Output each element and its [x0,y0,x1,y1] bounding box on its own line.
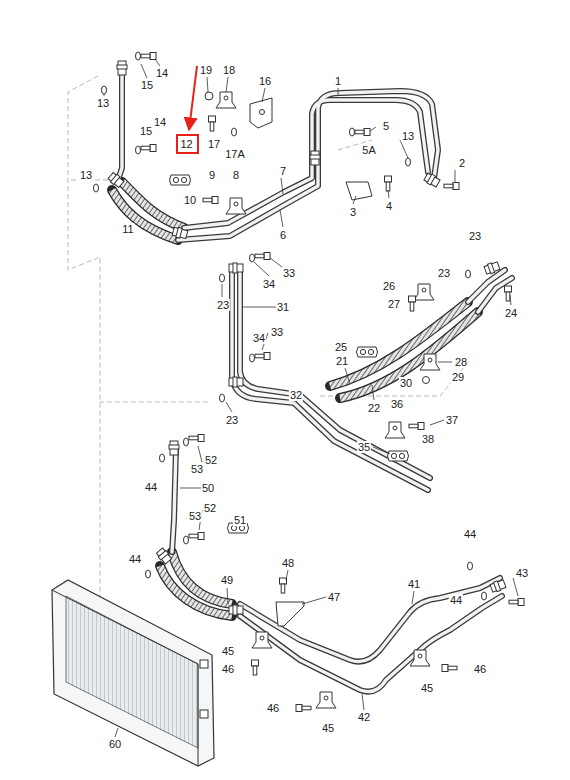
callout-number: 16 [258,75,272,87]
callout-number: 13 [401,130,415,142]
callout-number: 6 [279,229,287,241]
callout-number: 22 [367,402,381,414]
callout-number: 8 [232,169,240,181]
callout-number: 5 [382,120,390,132]
callout-number: 23 [437,267,451,279]
callout-number: 53 [190,463,204,475]
callout-number: 34 [262,278,276,290]
callout-number: 15 [140,79,154,91]
hoses [112,182,478,616]
callout-number: 60 [108,738,122,750]
callout-number: 53 [188,510,202,522]
callout-number: 14 [155,67,169,79]
pointer-arrow [189,66,197,130]
callout-number: 34 [252,332,266,344]
callout-number: 13 [96,97,110,109]
callout-number: 36 [390,398,404,410]
callout-number: 13 [79,169,93,181]
callout-number: 52 [203,502,217,514]
small-parts [94,52,525,712]
callout-number: 26 [382,280,396,292]
callout-number: 18 [222,64,236,76]
callout-number: 3 [349,206,357,218]
callout-number: 32 [289,389,303,401]
callout-number: 31 [276,301,290,313]
callout-number: 44 [449,594,463,606]
callout-number: 21 [335,355,349,367]
callout-number: 46 [266,702,280,714]
callout-number: 29 [451,371,465,383]
callout-number: 47 [327,591,341,603]
callout-number: 44 [463,528,477,540]
callout-number: 19 [199,64,213,76]
callout-number: 2 [458,157,466,169]
callout-number: 23 [225,414,239,426]
pipes [118,70,512,692]
radiator [52,580,214,766]
callout-number: 17 [207,138,221,150]
callout-number: 11 [121,223,134,235]
callout-number: 10 [183,194,197,206]
callout-number: 25 [334,341,348,353]
callout-number: 33 [270,326,284,338]
callout-number: 17A [224,148,246,160]
callout-number: 23 [468,230,482,242]
callout-number: 51 [233,514,247,526]
callout-number: 24 [504,307,518,319]
callout-number: 9 [208,169,216,181]
callout-number: 15 [139,125,153,137]
leader-lines [104,59,518,737]
callout-number: 44 [128,553,142,565]
callout-number: 38 [421,433,435,445]
callout-number: 14 [153,116,167,128]
callout-number: 45 [420,682,434,694]
callout-number: 49 [220,574,234,586]
callout-number: 50 [201,482,215,494]
callout-number: 30 [399,377,413,389]
callout-number: 33 [282,267,296,279]
callout-number: 37 [445,414,459,426]
callout-number: 42 [357,711,371,723]
callout-number: 7 [279,165,287,177]
callout-number: 23 [216,299,230,311]
callout-number: 12 [181,138,194,150]
highlight-box: 12 [176,134,199,154]
callout-number: 45 [321,722,335,734]
callout-number: 44 [144,481,158,493]
callout-number: 28 [454,356,468,368]
callout-number: 35 [357,441,371,453]
callout-number: 4 [385,200,393,212]
callout-number: 43 [515,567,529,579]
callout-number: 5A [361,144,376,156]
callout-number: 41 [407,578,421,590]
callout-number: 45 [221,645,235,657]
callout-number: 48 [281,557,295,569]
callout-number: 1 [334,75,342,87]
callout-number: 46 [221,663,235,675]
callout-number: 46 [473,663,487,675]
callout-number: 27 [387,298,401,310]
callout-number: 52 [204,454,218,466]
